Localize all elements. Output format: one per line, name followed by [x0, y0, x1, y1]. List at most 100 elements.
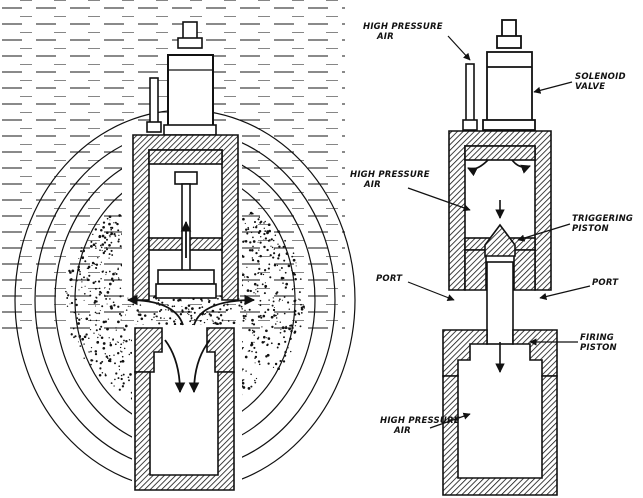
- bubble-dot: [290, 330, 292, 333]
- bubble-dot: [106, 295, 108, 297]
- bubble-dot: [110, 228, 113, 231]
- bubble-dot: [184, 306, 188, 310]
- bubble-dot: [267, 239, 270, 242]
- bubble-dot: [266, 248, 269, 252]
- bubble-dot: [75, 298, 77, 301]
- label-line: HIGH PRESSURE: [363, 22, 443, 32]
- bubble-dot: [271, 304, 274, 307]
- bubble-dot: [181, 305, 183, 308]
- bubble-dot: [128, 353, 131, 356]
- bubble-dot: [266, 353, 270, 357]
- bubble-dot: [280, 329, 282, 331]
- bubble-dot: [101, 371, 104, 374]
- bubble-dot: [124, 324, 128, 328]
- bubble-dot: [279, 321, 282, 323]
- bubble-dot: [82, 249, 86, 253]
- bubble-dot: [117, 229, 120, 232]
- bubble-dot: [127, 297, 129, 299]
- bubble-dot: [99, 362, 102, 365]
- bubble-dot: [102, 346, 106, 350]
- bubble-dot: [258, 267, 261, 271]
- bubble-dot: [127, 376, 130, 379]
- bubble-dot: [193, 311, 196, 314]
- bubble-dot: [255, 293, 257, 295]
- bubble-dot: [246, 313, 248, 315]
- bubble-dot: [291, 288, 294, 291]
- bubble-dot: [117, 352, 120, 355]
- bubble-dot: [242, 240, 245, 243]
- bubble-dot: [285, 252, 289, 255]
- bubble-dot: [98, 280, 101, 283]
- bubble-dot: [277, 254, 281, 257]
- bubble-dot: [274, 362, 278, 366]
- bubble-dot: [204, 313, 207, 315]
- label-line: PISTON: [580, 343, 617, 353]
- bubble-dot: [95, 266, 98, 270]
- bubble-dot: [268, 263, 271, 266]
- bubble-dot: [254, 362, 256, 364]
- bubble-dot: [298, 291, 301, 294]
- bubble-dot: [270, 342, 273, 345]
- bubble-dot: [178, 298, 182, 301]
- bubble-dot: [217, 317, 220, 320]
- bubble-dot: [102, 320, 106, 324]
- bubble-dot: [284, 354, 287, 357]
- bubble-dot: [259, 221, 262, 224]
- bubble-dot: [114, 378, 116, 381]
- bubble-dot: [290, 324, 293, 327]
- bubble-dot: [130, 351, 133, 354]
- bubble-dot: [99, 249, 101, 252]
- bubble-dot: [118, 278, 120, 281]
- bubble-dot: [173, 320, 176, 323]
- bubble-dot: [214, 321, 217, 325]
- bubble-dot: [112, 301, 115, 304]
- bubble-dot: [261, 340, 265, 344]
- bubble-dot: [170, 311, 172, 313]
- bubble-dot: [78, 335, 82, 338]
- bubble-dot: [100, 277, 102, 280]
- bubble-dot: [65, 290, 67, 293]
- bubble-dot: [212, 322, 215, 325]
- bubble-dot: [295, 262, 297, 264]
- bubble-dot: [138, 313, 142, 317]
- bubble-dot: [294, 299, 297, 302]
- bubble-dot: [98, 333, 100, 335]
- bubble-dot: [175, 318, 177, 321]
- bubble-dot: [116, 222, 119, 226]
- label-line: PORT: [376, 274, 403, 284]
- bubble-dot: [117, 341, 119, 343]
- bubble-dot: [111, 254, 114, 256]
- bubble-dot: [101, 360, 104, 363]
- bubble-dot: [88, 337, 90, 339]
- bubble-dot: [105, 274, 107, 276]
- bubble-dot: [129, 373, 132, 376]
- bubble-dot: [249, 211, 253, 215]
- bubble-dot: [81, 278, 83, 280]
- bubble-dot: [191, 307, 194, 310]
- bubble-dot: [240, 301, 243, 304]
- label-firing-piston: FIRING PISTON: [580, 333, 617, 353]
- label-port-left: PORT: [376, 274, 402, 284]
- bubble-dot: [143, 314, 147, 317]
- bubble-dot: [115, 372, 118, 375]
- bubble-dot: [258, 363, 261, 366]
- firing-stem-right: [486, 261, 514, 345]
- bubble-dot: [98, 374, 102, 377]
- bubble-dot: [275, 314, 277, 317]
- bubble-dot: [253, 220, 257, 224]
- bubble-dot: [266, 231, 269, 235]
- bubble-dot: [115, 327, 117, 329]
- bubble-dot: [222, 304, 225, 307]
- bubble-dot: [264, 220, 266, 223]
- bubble-dot: [249, 241, 252, 244]
- bubble-dot: [276, 320, 278, 322]
- bubble-dot: [292, 272, 295, 275]
- bubble-dot: [251, 350, 253, 353]
- bubble-dot: [266, 337, 268, 339]
- bubble-dot: [272, 300, 275, 303]
- bubble-dot: [259, 254, 262, 258]
- bubble-dot: [106, 217, 109, 220]
- bubble-dot: [113, 222, 115, 224]
- bubble-dot: [95, 296, 97, 299]
- bubble-dot: [199, 319, 202, 322]
